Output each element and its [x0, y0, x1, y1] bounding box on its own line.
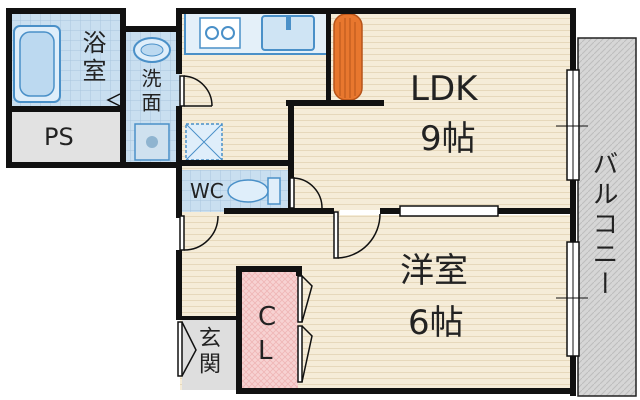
wall-hall-bottom	[182, 316, 238, 320]
entrance-label: 玄関	[195, 326, 220, 378]
western-room-size-label: 6帖	[408, 303, 464, 343]
washroom-door-swing	[183, 75, 213, 107]
toilet-tank	[267, 177, 281, 205]
bath-label: 浴室	[78, 30, 106, 86]
ldk-divider-window	[399, 205, 499, 217]
wc-door-swing	[293, 177, 323, 209]
fixtures	[13, 11, 363, 205]
wall-main-left-lower	[176, 166, 182, 218]
burner-left	[205, 26, 219, 40]
wall-right-upper	[570, 8, 576, 70]
ldk-name-label: LDK	[410, 69, 478, 109]
closet-door-lower	[297, 325, 303, 383]
burner-right	[221, 26, 235, 40]
storage-box-cross	[185, 123, 223, 161]
ldk-door-swing	[337, 213, 381, 259]
washing-machine-drain	[146, 136, 158, 148]
balcony-label: バルコニー	[588, 150, 618, 300]
bath-door-swing	[106, 93, 121, 107]
closet-l-label: L	[258, 336, 273, 366]
wall-closet-left	[236, 266, 242, 394]
bathtub-inner	[19, 31, 55, 97]
ldk-door-leaf	[333, 211, 339, 259]
wall-top-left	[6, 8, 126, 14]
walls	[6, 8, 576, 396]
ldk-size-label: 9帖	[420, 119, 476, 159]
wall-left	[6, 8, 12, 168]
wall-bath-ps	[6, 106, 124, 112]
wall-ps-bottom	[6, 162, 180, 168]
western-room-name-label: 洋室	[400, 251, 468, 291]
wall-bath-right	[120, 8, 126, 168]
closet-c-label: C	[258, 302, 277, 332]
washroom-door-leaf	[179, 75, 185, 107]
wall-right-lower	[570, 356, 576, 396]
wash-basin-bowl	[140, 43, 164, 57]
entrance-door-leaf	[177, 321, 183, 377]
western-room-floor	[300, 215, 572, 390]
wall-washroom-hall	[176, 160, 294, 166]
wc-door-leaf	[289, 177, 295, 209]
closet-door-upper	[297, 275, 303, 323]
doors	[106, 75, 381, 383]
windows	[399, 69, 588, 357]
fridge-lines	[339, 18, 356, 98]
wc-label: WC	[190, 179, 224, 203]
wall-closet-top	[236, 266, 302, 272]
wall-top-main	[176, 8, 576, 14]
closet-door-lower-swing	[301, 325, 313, 383]
washroom-label: 洗面	[138, 68, 162, 116]
entrance-door-swing	[181, 321, 197, 377]
hall-door-leaf	[179, 215, 185, 251]
wall-wc-bottom	[224, 208, 294, 214]
kitchen-faucet	[286, 16, 291, 30]
ps-label: PS	[44, 123, 74, 151]
fridge-space	[333, 13, 363, 101]
closet-floor	[240, 270, 298, 390]
wall-closet-right	[296, 266, 302, 276]
toilet-bowl	[227, 179, 269, 203]
closet-door-upper-swing	[301, 275, 313, 323]
entrance-floor	[182, 320, 237, 390]
wall-ldk-western-left	[294, 208, 334, 214]
ps-floor	[8, 110, 120, 165]
wall-main-left-bottom	[176, 250, 182, 320]
balcony-floor	[577, 37, 637, 397]
wall-bottom	[236, 388, 576, 394]
wall-main-left-mid	[176, 106, 182, 166]
wall-main-left-upper	[176, 8, 182, 74]
wall-washroom-top	[120, 26, 180, 32]
hall-door-swing	[183, 215, 219, 251]
wall-kitchen-partition	[326, 14, 331, 104]
wall-right-middle	[570, 180, 576, 242]
wall-kitchen-stub	[286, 100, 384, 106]
wall-hall-divider	[288, 106, 294, 164]
